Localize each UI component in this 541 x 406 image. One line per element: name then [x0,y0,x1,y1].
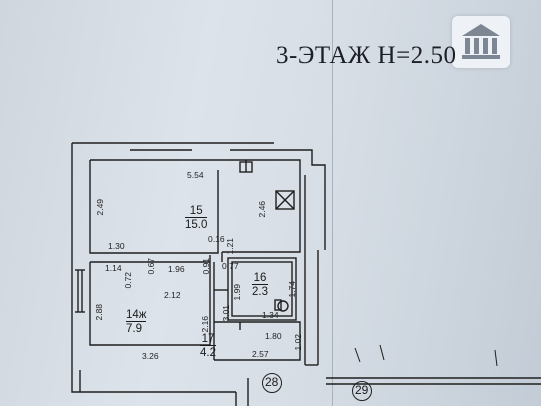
room-16-label: 16 2.3 [252,272,268,298]
room-16-number: 16 [253,272,267,284]
dim-3-01: 3.01 [221,304,232,322]
room-17-area: 4.2 [200,345,216,360]
dim-2-46: 2.46 [257,200,268,218]
room-14-label: 14ж 7.9 [126,309,147,335]
dim-1-99: 1.99 [232,283,243,301]
axis-mark-28: 28 [262,373,282,393]
floor-title: 3-ЭТАЖ Н=2.50 [276,42,457,69]
dim-0-91: 0.91 [201,257,212,275]
dim-5-54: 5.54 [187,170,204,180]
room-17-number: 17 [201,333,215,345]
dim-2-88: 2.88 [94,303,105,321]
dim-1-21: 1.21 [225,237,236,255]
room-15-number: 15 [189,205,203,217]
axis-mark-29: 29 [352,381,372,401]
room-15-area: 15.0 [185,217,208,232]
dim-2-12: 2.12 [164,290,181,300]
dim-1-02: 1.02 [293,333,304,351]
outer-wall-left-bottom [71,143,236,393]
dim-3-26: 3.26 [142,351,159,361]
room-14-number: 14ж [126,309,147,321]
room-17-label: 17 4.2 [200,333,216,359]
dim-0-77: 0.77 [222,261,239,271]
logo [452,16,510,68]
building-columns-icon [462,24,500,59]
room-16-area: 2.3 [252,284,268,299]
dim-0-67: 0.67 [146,257,157,275]
dim-1-96: 1.96 [168,264,185,274]
dim-0-72: 0.72 [123,271,134,289]
dim-1-14: 1.14 [105,263,122,273]
dim-0-16: 0.16 [208,234,225,244]
dim-1-80: 1.80 [265,331,282,341]
dim-1-34: 1.34 [262,310,279,320]
dim-1-30: 1.30 [108,241,125,251]
dim-2-49: 2.49 [95,198,106,216]
dim-2-16: 2.16 [200,315,211,333]
room-15-label: 15 15.0 [185,205,208,232]
dim-2-57: 2.57 [252,349,269,359]
paper-fold-line [332,0,333,406]
dim-1-74: 1.74 [287,280,298,298]
room-14-area: 7.9 [126,321,147,335]
